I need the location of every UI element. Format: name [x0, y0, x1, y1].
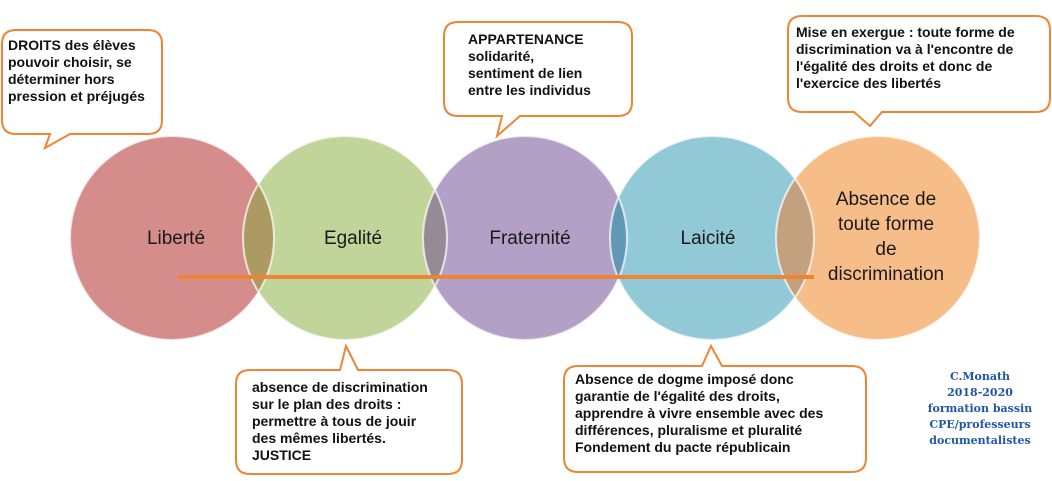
label-discrimination-3: de: [875, 239, 896, 260]
callout-liberte: DROITS des élèves pouvoir choisir, se dé…: [8, 37, 145, 104]
callout-bubble-liberte: [1, 29, 163, 151]
circle-laicite: [610, 136, 814, 340]
callout-egalite: absence de discrimination sur le plan de…: [252, 379, 428, 463]
credit-line: 2018-2020: [947, 386, 1013, 399]
callout-bubble-discrimination: [787, 15, 1051, 128]
label-discrimination-4: discrimination: [828, 264, 944, 285]
label-discrimination-1: Absence de: [836, 189, 936, 210]
circle-liberte: [70, 136, 274, 340]
credit-line: documentalistes: [929, 434, 1031, 447]
credit-line: C.Monath: [949, 370, 1011, 383]
credit-line: formation bassin: [927, 402, 1033, 415]
label-discrimination-2: toute forme: [838, 214, 934, 235]
circle-fraternite: [423, 136, 627, 340]
callout-fraternite: APPARTENANCE solidarité, sentiment de li…: [468, 31, 591, 98]
callout-bubble-laicite: [563, 343, 867, 473]
callout-laicite: Absence de dogme imposé donc garantie de…: [575, 371, 824, 455]
circle-egalite: [243, 136, 447, 340]
credit-line: CPE/professeurs: [929, 418, 1031, 431]
circle-discrimination: [776, 136, 980, 340]
callout-bubble-fraternite: [443, 21, 633, 139]
author-credit: C.Monath 2018-2020 formation bassin CPE/…: [922, 369, 1038, 449]
label-liberte: Liberté: [147, 228, 205, 249]
label-fraternite: Fraternité: [489, 228, 570, 249]
label-laicite: Laicité: [681, 228, 736, 249]
callout-discrimination: Mise en exergue : toute forme de discrim…: [796, 24, 1015, 91]
callout-bubble-egalite: [235, 343, 463, 475]
label-egalite: Egalité: [324, 228, 382, 249]
